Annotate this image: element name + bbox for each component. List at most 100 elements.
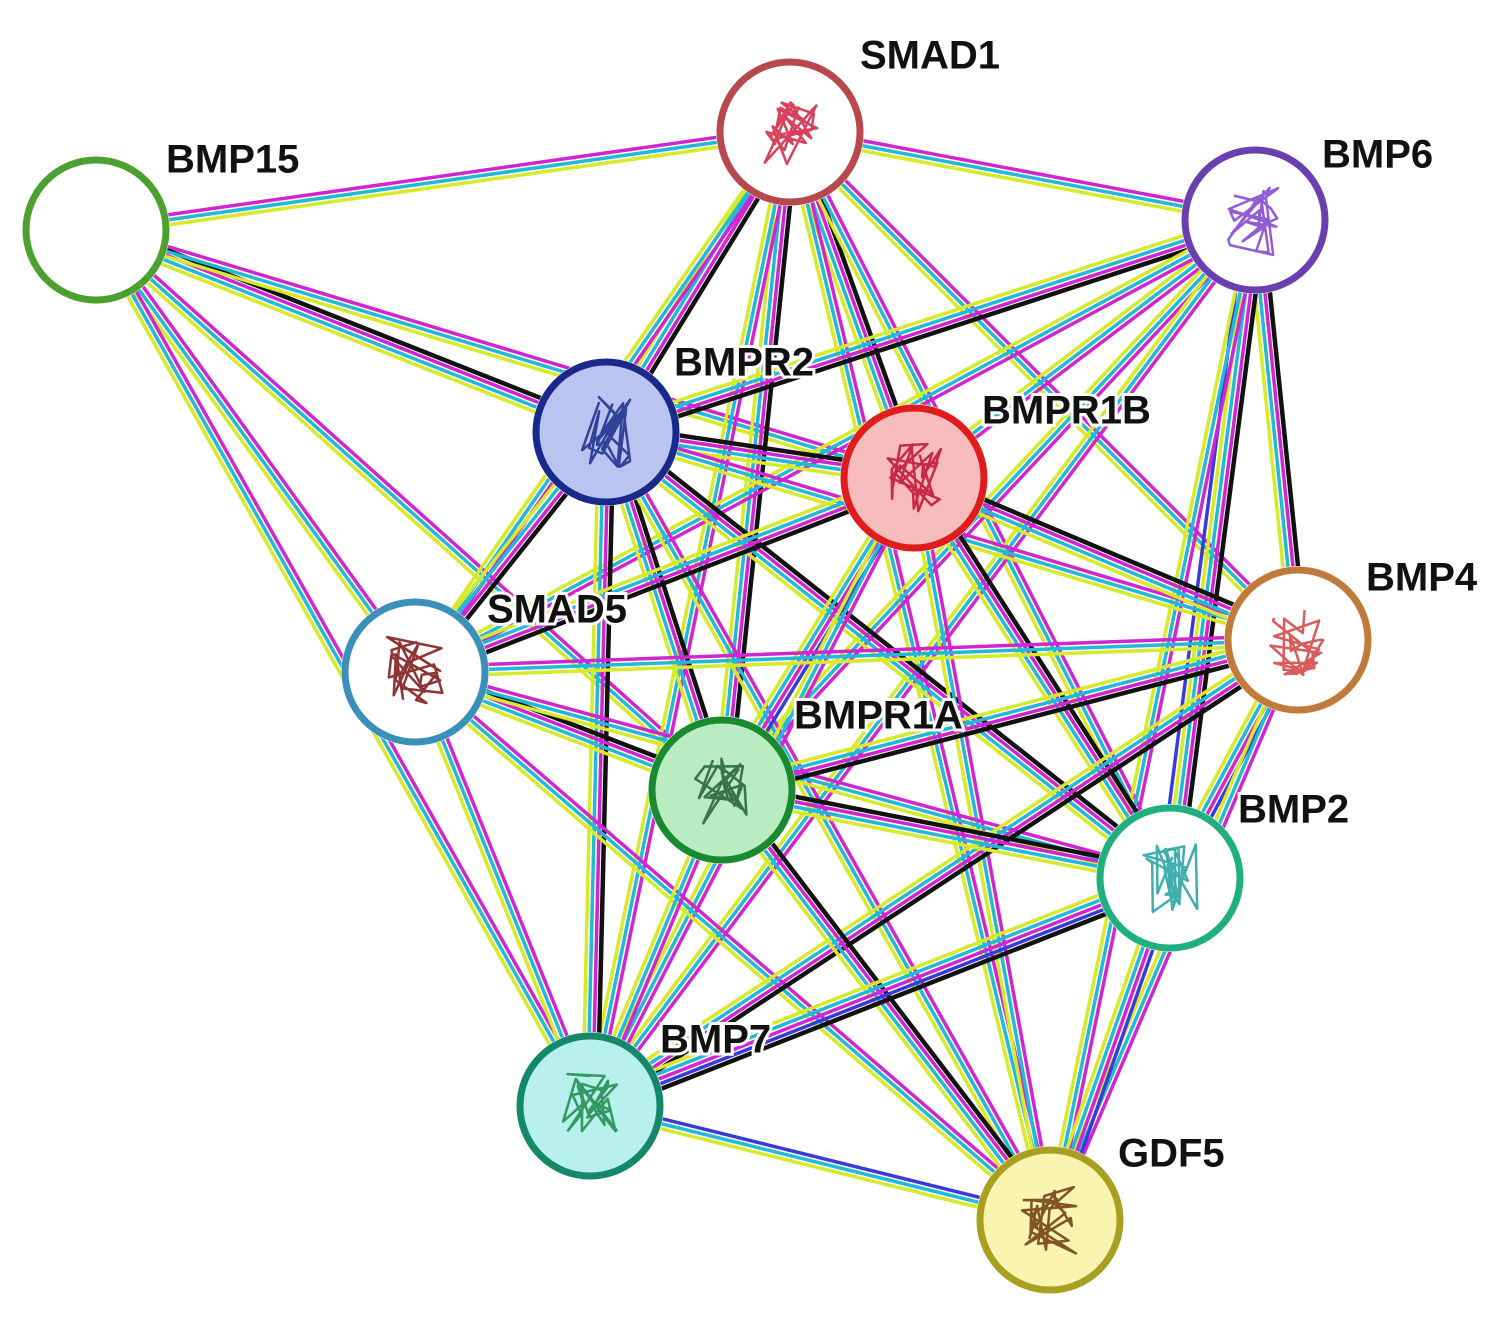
edge-strand-black bbox=[415, 482, 919, 682]
edge-strand-yellow bbox=[584, 631, 1296, 1102]
edge-strand-cyan bbox=[602, 432, 1171, 882]
edge-strand-cyan bbox=[94, 228, 916, 480]
protein-structure-icon bbox=[580, 395, 632, 468]
node-circle[interactable] bbox=[1181, 146, 1329, 294]
node-bmpr1a[interactable] bbox=[648, 716, 796, 864]
edge-strand-yellow bbox=[408, 672, 588, 1110]
edge-strand-pink bbox=[415, 222, 1260, 679]
edge-strand-yellow bbox=[599, 432, 1048, 1225]
protein-structure-icon bbox=[1142, 843, 1199, 914]
edge-strand-yellow bbox=[92, 233, 915, 485]
edge-strand-pink bbox=[589, 640, 1302, 1110]
node-label-bmpr1a: BMPR1A bbox=[794, 694, 963, 738]
edge-strand-pink bbox=[720, 785, 1173, 878]
protein-structure-icon bbox=[1226, 186, 1280, 257]
node-bmpr1b[interactable] bbox=[840, 404, 988, 552]
edge-strand-black bbox=[591, 885, 1176, 1118]
node-smad5[interactable] bbox=[341, 598, 489, 746]
edge-strand-cyan bbox=[719, 790, 1172, 883]
edge-strand-black bbox=[595, 429, 616, 1109]
edge-strand-yellow bbox=[587, 1109, 1051, 1227]
edge-smad5-bmp4 bbox=[413, 633, 1300, 679]
node-gdf5[interactable] bbox=[976, 1146, 1124, 1294]
edge-strand-yellow bbox=[905, 480, 1166, 884]
node-bmp6[interactable] bbox=[1181, 146, 1329, 294]
edge-strand-yellow bbox=[1043, 217, 1252, 1221]
edge-strand-black bbox=[606, 224, 1260, 442]
node-bmp2[interactable] bbox=[1096, 804, 1244, 952]
node-label-bmpr1b: BMPR1B bbox=[982, 389, 1151, 433]
edge-strand-cyan bbox=[719, 635, 1300, 790]
edge-strand-blue bbox=[589, 1099, 1053, 1217]
edge-bmp6-bmp2 bbox=[1158, 216, 1268, 882]
edge-strand-pink bbox=[605, 428, 1174, 878]
edge-strand-cyan bbox=[94, 228, 417, 674]
edge-strand-cyan bbox=[413, 218, 1257, 674]
edge-strand-cyan bbox=[588, 130, 792, 1108]
edge-strand-pink bbox=[93, 125, 792, 227]
edge-strand-yellow bbox=[1163, 217, 1252, 880]
node-bmp4[interactable] bbox=[1224, 566, 1372, 714]
node-label-smad1: SMAD1 bbox=[860, 34, 1000, 78]
node-smad1[interactable] bbox=[716, 58, 864, 206]
node-bmp15[interactable] bbox=[22, 156, 170, 304]
edge-strand-cyan bbox=[413, 670, 592, 1108]
protein-structure-icon bbox=[886, 442, 943, 513]
node-circle[interactable] bbox=[648, 716, 796, 864]
node-bmpr2[interactable] bbox=[532, 358, 680, 506]
edge-strand-cyan bbox=[94, 130, 792, 232]
edge-bmp15-bmpr1a bbox=[90, 224, 728, 796]
edge-bmp4-bmpr1a bbox=[718, 630, 1303, 800]
edge-strand-pink bbox=[722, 786, 1054, 1221]
edge-strand-yellow bbox=[714, 792, 1046, 1227]
node-circle[interactable] bbox=[976, 1146, 1124, 1294]
node-bmp7[interactable] bbox=[516, 1032, 664, 1180]
edge-strand-yellow bbox=[787, 135, 1256, 227]
node-circle[interactable] bbox=[516, 1032, 664, 1180]
edge-strand-yellow bbox=[90, 231, 721, 796]
edge-strand-black bbox=[918, 471, 1179, 877]
protein-structure-icon bbox=[1020, 1185, 1078, 1255]
edge-strand-pink bbox=[605, 220, 1258, 437]
edge-strand-cyan bbox=[586, 636, 1299, 1106]
edge-strand-yellow bbox=[601, 211, 1255, 427]
edge-strand-pink bbox=[789, 125, 1258, 217]
edge-bmpr1b-smad5 bbox=[410, 469, 919, 682]
edge-strand-pink bbox=[413, 633, 1300, 669]
protein-structure-icon bbox=[694, 757, 748, 825]
edge-bmp6-smad5 bbox=[410, 213, 1260, 679]
edge-strand-yellow bbox=[583, 129, 787, 1107]
edge-strand-pink bbox=[1173, 218, 1262, 881]
edge-strand-pink bbox=[98, 225, 421, 671]
node-label-bmp2: BMP2 bbox=[1238, 788, 1349, 832]
edge-strand-black bbox=[591, 644, 1305, 1115]
edge-smad1-bmp7 bbox=[583, 129, 797, 1109]
edge-strand-cyan bbox=[788, 130, 1257, 222]
edge-bmp7-gdf5 bbox=[587, 1099, 1053, 1227]
node-label-bmp4: BMP4 bbox=[1366, 556, 1478, 600]
edge-strand-pink bbox=[97, 224, 728, 789]
edge-strand-cyan bbox=[413, 670, 1052, 1222]
edge-bmpr2-bmp7 bbox=[580, 429, 616, 1109]
edge-strand-cyan bbox=[588, 218, 1257, 1108]
node-label-bmp7: BMP7 bbox=[660, 1018, 771, 1062]
edge-strand-blue bbox=[590, 880, 1174, 1113]
edge-strand-yellow bbox=[410, 469, 914, 667]
edge-strand-yellow bbox=[584, 866, 1169, 1099]
edge-strand-yellow bbox=[409, 674, 1049, 1226]
edge-strand-pink bbox=[416, 666, 1056, 1218]
edge-strand-pink bbox=[95, 223, 918, 475]
edge-strand-cyan bbox=[585, 430, 606, 1108]
edge-strand-black bbox=[1177, 219, 1268, 882]
edge-strand-cyan bbox=[412, 473, 915, 672]
edge-strand-yellow bbox=[410, 213, 1255, 670]
edge-strand-cyan bbox=[603, 215, 1256, 432]
edge-strand-cyan bbox=[588, 1104, 1052, 1222]
edge-strand-yellow bbox=[89, 230, 588, 1111]
edge-strand-pink bbox=[590, 430, 611, 1108]
edge-strand-cyan bbox=[1048, 218, 1257, 1222]
node-circle[interactable] bbox=[22, 156, 170, 304]
edge-strand-yellow bbox=[783, 131, 1047, 1223]
edge-strand-cyan bbox=[93, 230, 607, 437]
